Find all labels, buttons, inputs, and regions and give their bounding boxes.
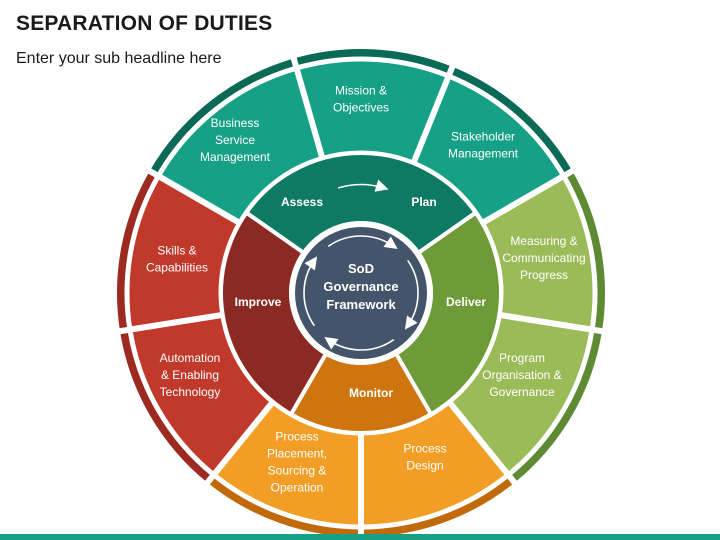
stakeholder-label-line: Management [448, 147, 519, 161]
process-design-label-line: Process [403, 442, 446, 456]
program-label-line: Organisation & [482, 368, 561, 382]
assess-to-plan-arrow-icon [337, 179, 389, 192]
segment-separator [444, 396, 519, 487]
cycle-arrow-icon [324, 336, 395, 351]
stakeholder-label-line: Stakeholder [451, 130, 515, 144]
process-design-label-line: Design [406, 459, 443, 473]
center-label-line: SoD [348, 261, 374, 276]
mission-label-line: Mission & [335, 84, 387, 98]
skills-label-line: Capabilities [146, 261, 208, 275]
improve-phase-label: Improve [235, 295, 282, 309]
automation-label-line: & Enabling [161, 368, 219, 382]
segment-separator [477, 167, 576, 228]
process-placement-label-line: Process [275, 430, 318, 444]
monitor-phase-label: Monitor [349, 386, 393, 400]
measuring-label-line: Measuring & [510, 234, 577, 248]
automation-label-line: Technology [160, 385, 221, 399]
segment-separator [203, 396, 278, 487]
business-service-label-line: Management [200, 150, 271, 164]
business-service-label-line: Service [215, 133, 255, 147]
mission-label-line: Objectives [333, 101, 389, 115]
process-placement-label-line: Sourcing & [268, 464, 327, 478]
segment-separator [146, 167, 245, 228]
segment-separator [494, 311, 605, 335]
cycle-arrow-icon [327, 235, 398, 250]
program-label-line: Program [499, 351, 545, 365]
segment-separator [290, 55, 327, 164]
business-service-label-line: Business [211, 116, 260, 130]
skills-label-line: Skills & [157, 244, 196, 258]
cycle-arrow-icon [404, 259, 419, 330]
segment-separator [117, 311, 228, 335]
program-label-line: Governance [489, 385, 555, 399]
measuring-label-line: Progress [520, 268, 568, 282]
center-circle [295, 227, 427, 359]
center-label-line: Framework [326, 297, 396, 312]
cycle-arrow-icon [303, 256, 318, 327]
automation-label-line: Automation [160, 351, 221, 365]
segment-separator [409, 63, 456, 169]
measuring-label-line: Communicating [502, 251, 585, 265]
center-label-line: Governance [323, 279, 398, 294]
assess-phase-label: Assess [281, 195, 323, 209]
bottom-accent-bar [0, 534, 720, 540]
page-title: SEPARATION OF DUTIES [16, 12, 273, 35]
process-placement-label-line: Placement, [267, 447, 327, 461]
process-placement-label-line: Operation [271, 481, 324, 495]
plan-phase-label: Plan [411, 195, 436, 209]
page-subtitle: Enter your sub headline here [16, 50, 222, 67]
deliver-phase-label: Deliver [446, 295, 486, 309]
